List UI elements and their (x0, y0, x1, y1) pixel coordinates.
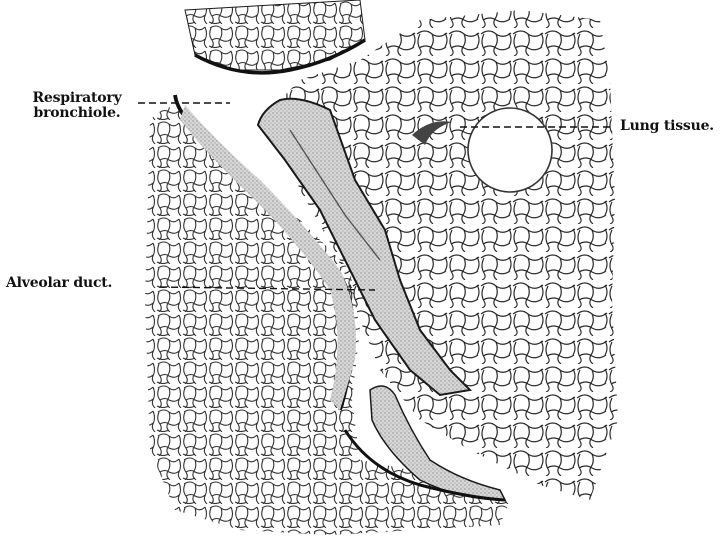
upper-tissue-fragment (185, 0, 365, 70)
label-lung-tissue: Lung tissue. (620, 119, 714, 134)
label-alveolar-duct: Alveolar duct. (6, 276, 112, 291)
large-alveolus (468, 108, 552, 192)
label-respiratory-line1: Respiratory (22, 91, 132, 106)
label-respiratory-line2: bronchiole. (22, 106, 132, 121)
label-respiratory-bronchiole: Respiratory bronchiole. (22, 91, 132, 121)
